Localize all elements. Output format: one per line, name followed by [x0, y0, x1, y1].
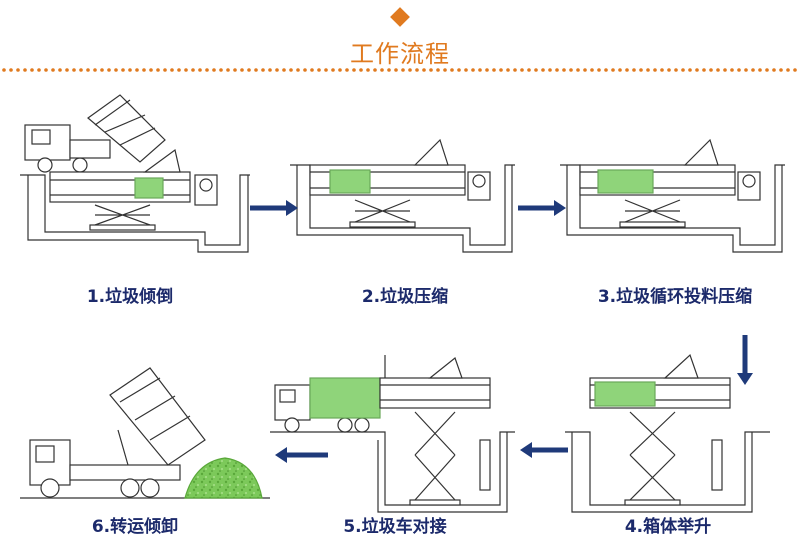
station-5-illustration — [270, 355, 515, 513]
header-divider — [2, 7, 797, 72]
station-1-illustration — [20, 94, 250, 253]
page-title: 工作流程 — [350, 40, 450, 68]
step-2-label: 2.垃圾压缩 — [361, 287, 449, 307]
arrow-1-to-2 — [250, 200, 298, 216]
step-3-label: 3.垃圾循环投料压缩 — [597, 287, 753, 307]
arrow-5-to-6 — [275, 447, 328, 463]
station-2-illustration — [290, 138, 515, 253]
step-6-label: 6.转运倾卸 — [91, 517, 179, 537]
station-6-illustration — [20, 367, 270, 499]
flow-arrows — [250, 200, 753, 463]
station-3-illustration — [560, 138, 785, 253]
step-5-label: 5.垃圾车对接 — [343, 517, 447, 537]
arrow-2-to-3 — [518, 200, 566, 216]
arrow-4-to-5 — [520, 442, 568, 458]
arrow-3-to-4 — [737, 335, 753, 385]
station-4-illustration — [565, 353, 770, 513]
step-4-label: 4.箱体举升 — [624, 517, 712, 537]
step-1-label: 1.垃圾倾倒 — [86, 287, 174, 307]
